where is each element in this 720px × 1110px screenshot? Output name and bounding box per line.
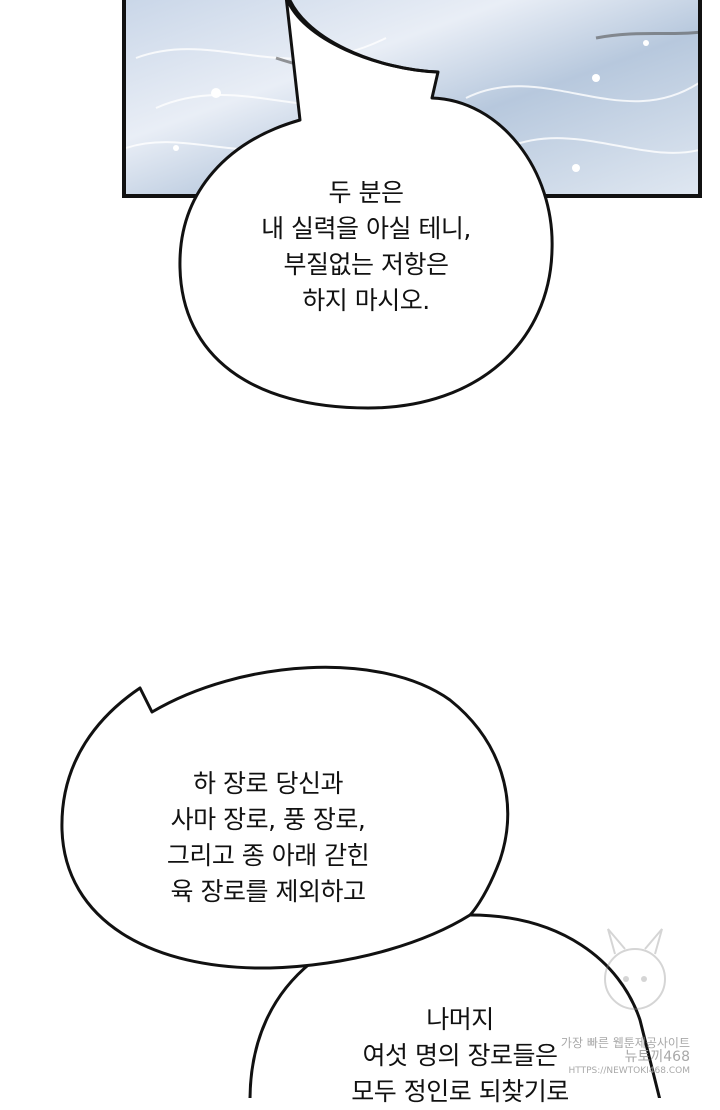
bubble-1-line: 두 분은 [328,178,404,207]
bubble-3-line: 여섯 명의 장로들은 [362,1041,558,1070]
bubble-2-line: 하 장로 당신과 [193,769,343,798]
bubble-1-line: 하지 마시오. [302,286,430,315]
watermark: 가장 빠른 웹툰제공사이트 뉴토끼468 HTTPS://NEWTOKI468.… [550,1036,690,1078]
watermark-line-3: HTTPS://NEWTOKI468.COM [568,1066,690,1076]
bubble-2-line: 육 장로를 제외하고 [170,877,366,906]
watermark-line-1: 가장 빠른 웹툰제공사이트 [560,1036,690,1050]
bubble-1-text: 두 분은 내 실력을 아실 테니, 부질없는 저항은 하지 마시오. [216,175,516,319]
bubble-2-text: 하 장로 당신과 사마 장로, 풍 장로, 그리고 종 아래 갇힌 육 장로를 … [118,766,418,910]
speech-bubble-2 [60,665,510,970]
bubble-1-line: 내 실력을 아실 테니, [261,214,471,243]
bubble-2-line: 그리고 종 아래 갇힌 [166,841,370,870]
bubble-2-line: 사마 장로, 풍 장로, [170,805,366,834]
bubble-3-line: 나머지 [426,1005,494,1034]
bubble-1-line: 부질없는 저항은 [283,250,449,279]
watermark-line-2: 뉴토끼468 [624,1049,690,1065]
watermark-mascot-icon [604,928,666,1010]
bubble-3-line: 모두 정인로 되찾기로 [351,1077,569,1106]
